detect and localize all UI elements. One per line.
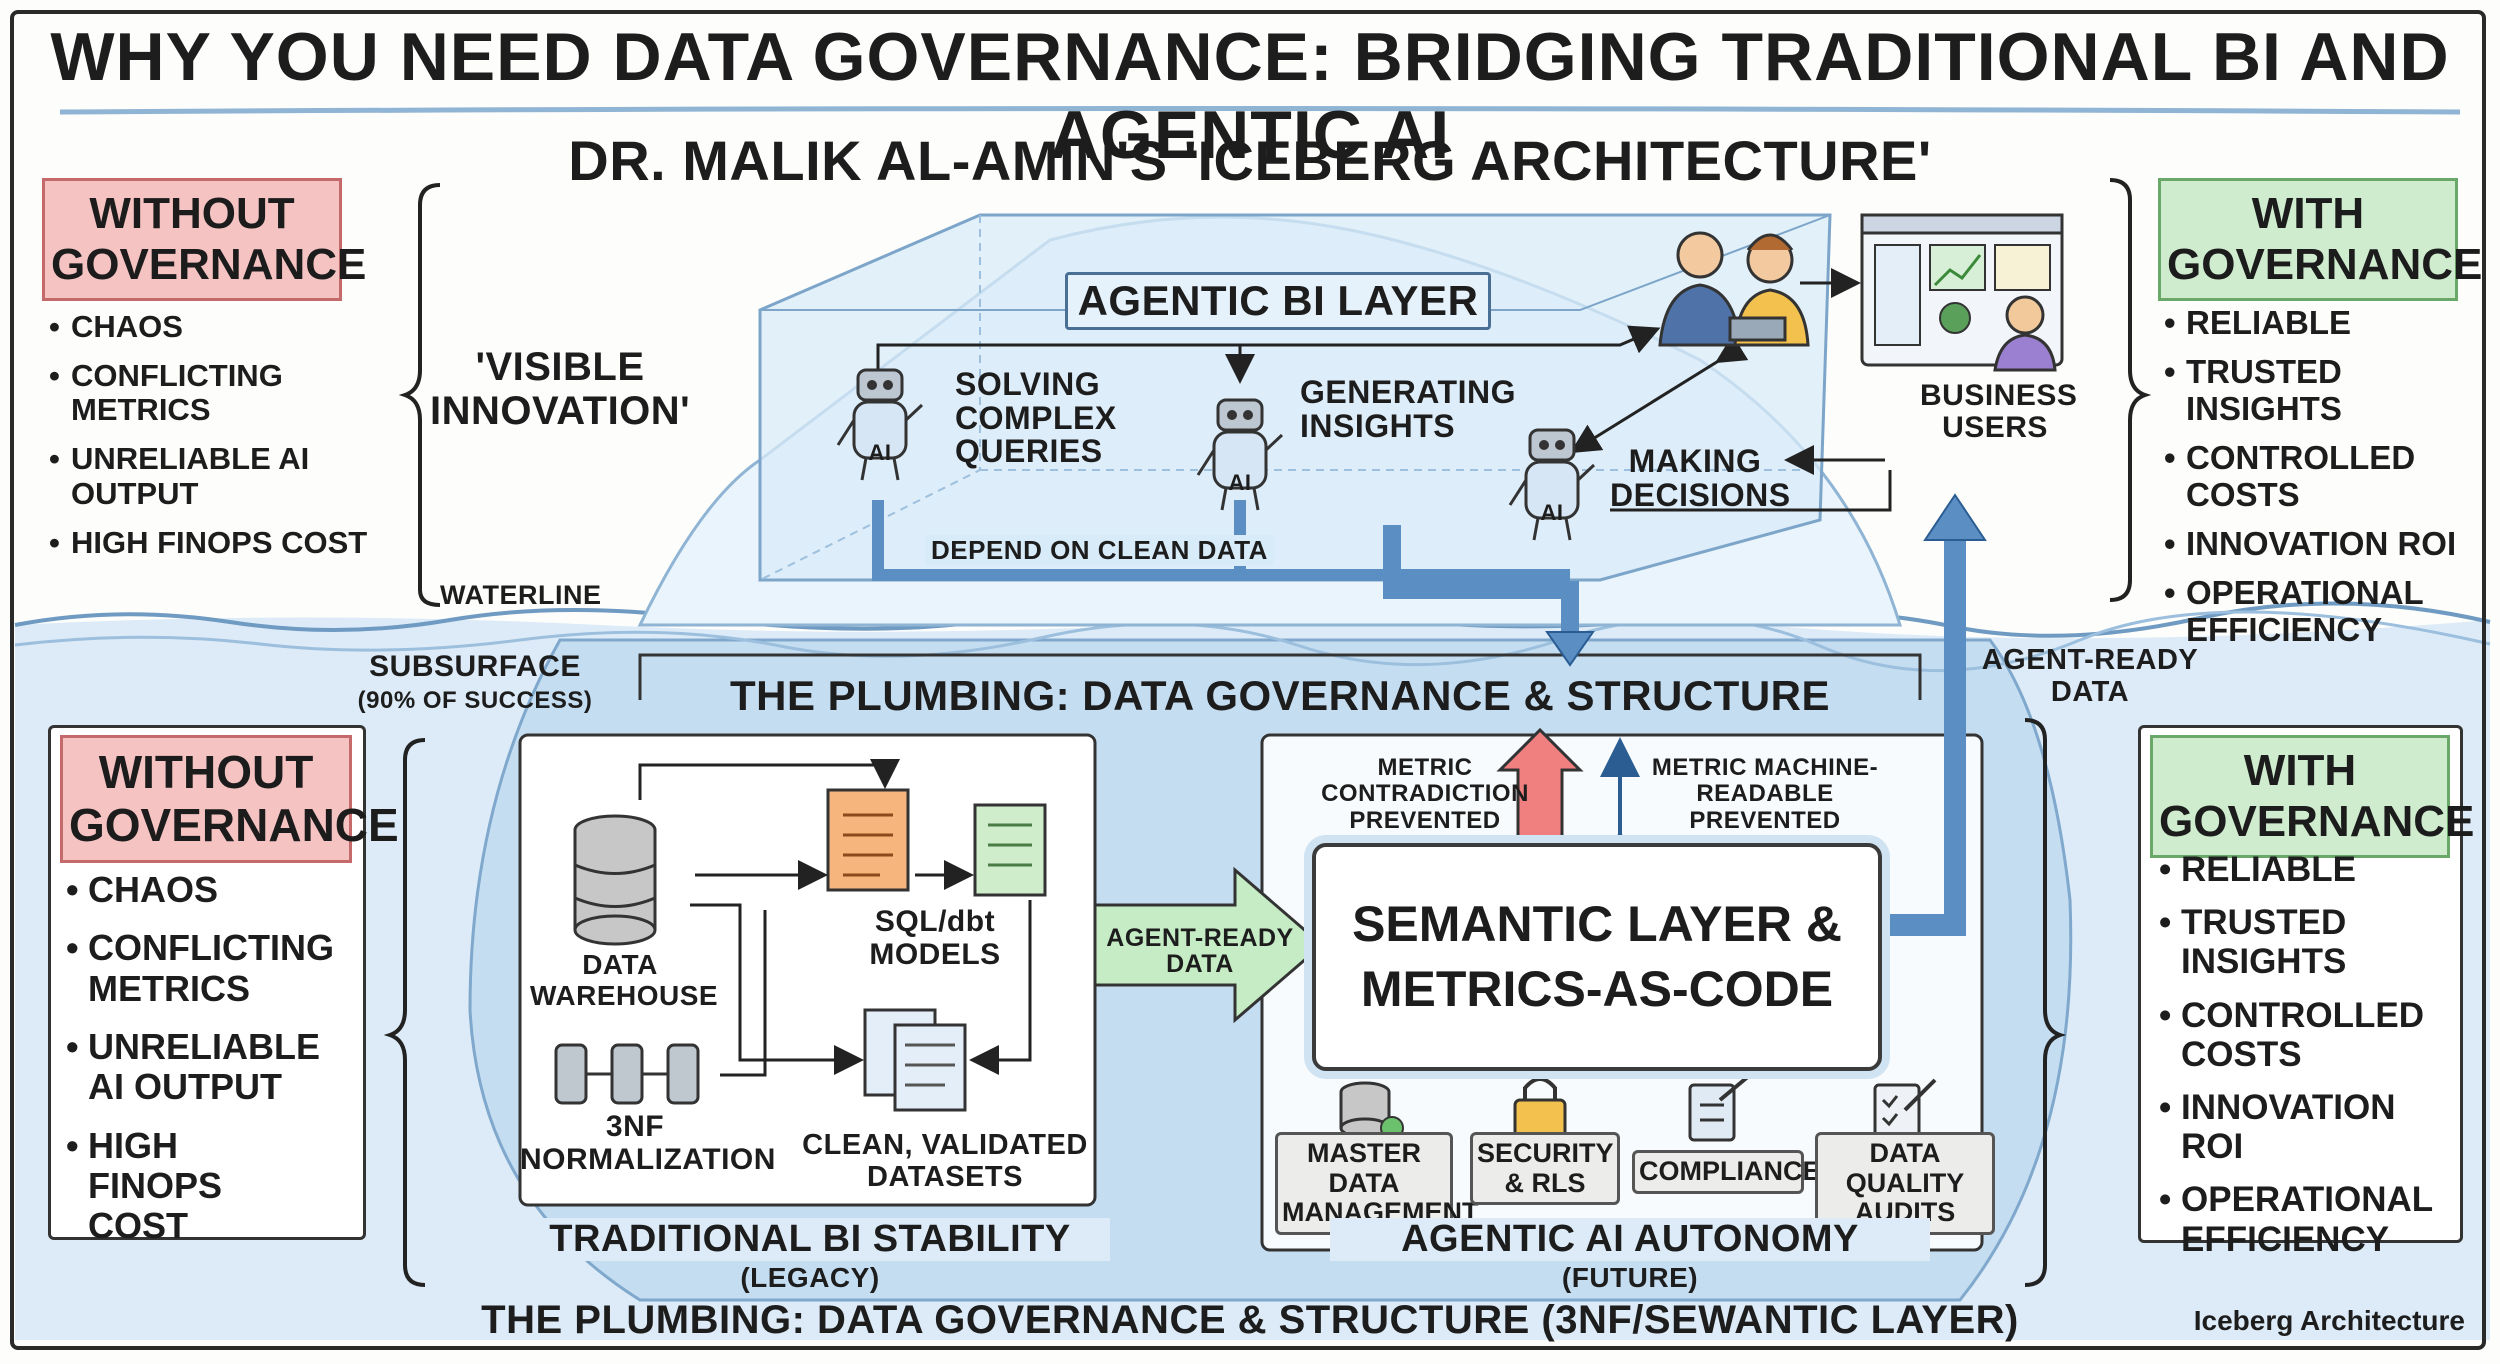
page-title: WHY YOU NEED DATA GOVERNANCE: BRIDGING T… — [50, 19, 2450, 173]
metric-contradiction-arrow — [1496, 727, 1584, 845]
without-governance-list-top: CHAOS CONFLICTING METRICS UNRELIABLE AI … — [45, 309, 405, 561]
subsurface-label: SUBSURFACE — [369, 650, 581, 683]
without-governance-tag-bottom: WITHOUT GOVERNANCE — [60, 735, 399, 863]
security-box: SECURITY & RLS — [1470, 1132, 1620, 1206]
with-governance-tag-top: WITH GOVERNANCE — [2158, 178, 2482, 302]
list-item: INNOVATION ROI — [2155, 1088, 2455, 1166]
agent-solving-queries: SOLVING COMPLEX QUERIES — [955, 366, 1117, 470]
metric-contradiction-label: METRIC CONTRADICTION PREVENTED — [1321, 754, 1529, 834]
data-quality-box: DATA QUALITY AUDITS — [1815, 1132, 1995, 1236]
list-item: CHAOS — [62, 869, 362, 910]
list-item: CONFLICTING METRICS — [62, 928, 338, 1009]
list-item: CONFLICTING METRICS — [45, 358, 405, 428]
visible-innovation-label: 'VISIBLE INNOVATION' — [430, 345, 691, 433]
subsurface-note: (90% OF SUCCESS) — [357, 687, 593, 714]
sql-models-label: SQL/dbt MODELS — [869, 905, 1001, 971]
plumbing-title: THE PLUMBING: DATA GOVERNANCE & STRUCTUR… — [729, 672, 1831, 719]
audit-checklist-icon — [1873, 1078, 1937, 1142]
clipboard-icon — [1688, 1073, 1752, 1142]
list-item: CHAOS — [45, 309, 405, 345]
list-item: RELIABLE — [2155, 850, 2455, 889]
metric-machine-readable-label: METRIC MACHINE-READABLE PREVENTED — [1651, 754, 1879, 834]
agentic-layer-title: AGENTIC BI LAYER — [1065, 272, 1491, 330]
normalization-icon — [554, 1043, 700, 1105]
agent-ready-data-right: AGENT-READY DATA — [1981, 644, 2199, 708]
bottom-title: THE PLUMBING: DATA GOVERNANCE & STRUCTUR… — [481, 1298, 2019, 1342]
without-governance-list-bottom: CHAOS CONFLICTING METRICS UNRELIABLE AI … — [62, 869, 362, 1247]
database-icon — [573, 814, 657, 946]
compliance-box: COMPLIANCE — [1632, 1150, 1821, 1194]
list-item: OPERATIONAL EFFICIENCY — [2155, 1180, 2433, 1258]
waterline-label: WATERLINE — [440, 580, 602, 610]
agent-ready-arrow — [1093, 866, 1325, 1024]
mdm-box: MASTER DATA MANAGEMENT — [1275, 1132, 1479, 1236]
robot-label-1: AI — [868, 440, 892, 465]
list-item: UNRELIABLE AI OUTPUT — [45, 441, 405, 511]
page-frame — [10, 10, 2486, 1350]
with-governance-tag-bottom: WITH GOVERNANCE — [2150, 735, 2474, 859]
bracket-bottom-right — [2024, 718, 2067, 1287]
robot-label-3: AI — [1540, 500, 1564, 525]
list-item: HIGH FINOPS COST — [62, 1125, 318, 1247]
traditional-bi-footer: TRADITIONAL BI STABILITY — [510, 1218, 1110, 1261]
list-item: RELIABLE — [2160, 304, 2480, 342]
with-governance-list-bottom: RELIABLE TRUSTED INSIGHTS CONTROLLED COS… — [2155, 850, 2455, 1259]
robot-icon-2 — [1196, 398, 1284, 511]
agent-making-decisions: MAKING DECISIONS — [1610, 443, 1791, 513]
model-document-icon — [973, 803, 1047, 897]
robot-label-2: AI — [1228, 470, 1252, 495]
depend-on-clean-data: DEPEND ON CLEAN DATA — [925, 535, 1274, 566]
robot-icon-3 — [1508, 428, 1596, 541]
data-warehouse-label: DATA WAREHOUSE — [530, 949, 719, 1011]
list-item: CONTROLLED COSTS — [2160, 439, 2480, 514]
clean-datasets-label: CLEAN, VALIDATED DATASETS — [802, 1129, 1088, 1193]
list-item: UNRELIABLE AI OUTPUT — [62, 1026, 338, 1108]
bracket-bottom-left — [383, 738, 426, 1287]
agent-ready-arrow-label: AGENT-READY DATA — [1106, 924, 1294, 979]
list-item: OPERATIONAL EFFICIENCY — [2160, 574, 2423, 649]
bracket-top-right — [2109, 178, 2152, 602]
traditional-bi-footer-note: (LEGACY) — [740, 1262, 880, 1293]
business-users-label: BUSINESS USERS — [1920, 379, 2078, 444]
business-people-icon — [1658, 231, 1810, 347]
agentic-autonomy-footer: AGENTIC AI AUTONOMY — [1330, 1218, 1930, 1261]
datasets-icon — [863, 1008, 967, 1112]
bracket-top-left — [398, 183, 441, 607]
list-item: HIGH FiNOps COST — [45, 525, 405, 561]
semantic-layer-box: SEMANTIC LAYER & METRICS-AS-CODE — [1312, 843, 1882, 1071]
list-item: INNOVATION ROI — [2160, 525, 2480, 563]
with-governance-list-top: RELIABLE TRUSTED INSIGHTS CONTROLLED COS… — [2160, 304, 2480, 649]
sql-document-icon — [826, 788, 910, 892]
robot-icon-1 — [836, 368, 924, 481]
signature: Iceberg Architecture — [2193, 1305, 2465, 1336]
list-item: CONTROLLED COSTS — [2155, 996, 2424, 1074]
page-subtitle: DR. MALIK AL-AMIN'S 'ICEBERG ARCHITECTUR… — [568, 129, 1932, 192]
semantic-layer-line1: SEMANTIC LAYER & — [1352, 896, 1842, 952]
list-item: TRUSTED INSIGHTS — [2160, 353, 2480, 428]
agent-ready-pipe — [1871, 519, 1966, 936]
list-item: TRUSTED INSIGHTS — [2155, 903, 2381, 981]
normalization-label: 3NF NORMALIZATION — [520, 1110, 776, 1176]
dashboard-icon — [1860, 213, 2064, 372]
agentic-autonomy-footer-note: (FUTURE) — [1561, 1262, 1699, 1293]
semantic-layer-line2: METRICS-AS-CODE — [1360, 961, 1834, 1017]
agent-generating-insights: GENERATING INSIGHTS — [1300, 374, 1516, 444]
without-governance-tag-top: WITHOUT GOVERNANCE — [42, 178, 366, 302]
